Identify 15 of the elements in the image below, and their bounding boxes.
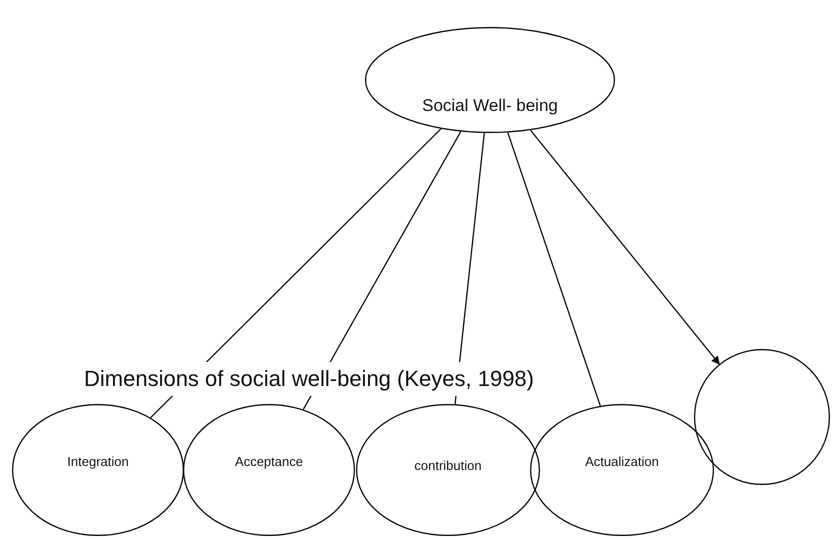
ellipse-node [530,404,714,536]
circle-node [694,349,830,485]
node-label: contribution [413,458,483,473]
ellipse-node [365,27,615,133]
ellipse-node [183,404,355,536]
node-label: Acceptance [234,454,304,469]
connector-line [530,130,720,365]
ellipse-node [356,404,540,536]
ellipse-node [12,404,184,536]
node-label: Social Well- being [421,96,559,116]
connector-line [150,128,442,418]
node-label: Actualization [584,454,660,469]
connector-line [507,132,601,406]
node-label: Integration [66,454,130,469]
connector-line [302,131,462,410]
